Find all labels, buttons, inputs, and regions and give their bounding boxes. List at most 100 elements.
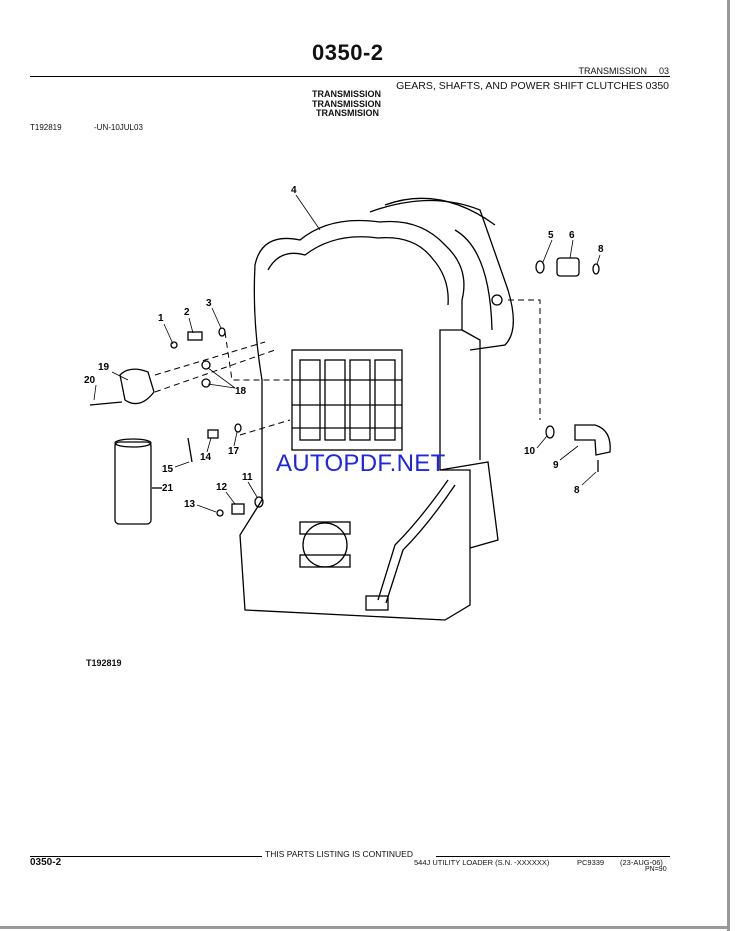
figure-label: T192819 <box>86 658 122 668</box>
transmission-housing <box>239 219 471 621</box>
fitting <box>207 429 219 439</box>
footer-catalog: PC9339 <box>577 858 605 867</box>
leader-line <box>163 323 174 345</box>
leader-line <box>569 239 574 259</box>
control-valve-body <box>291 349 403 451</box>
assembly-line <box>508 299 541 420</box>
section-name: TRANSMISSION <box>578 66 647 76</box>
oil-filter <box>114 441 152 525</box>
adapter-fitting <box>556 257 580 277</box>
part-title: TRANSMISION <box>316 108 379 118</box>
washer <box>216 509 224 517</box>
leader-line <box>196 504 217 513</box>
part-title: TRANSMISSION <box>312 98 382 109</box>
leader-line <box>596 254 601 265</box>
footer-page-number: 0350-2 <box>30 857 62 868</box>
section-code: 03 <box>658 66 669 76</box>
footer-date: (23-AUG-06) <box>620 858 663 867</box>
housing-rim <box>384 197 496 226</box>
housing-inner-rim <box>267 236 449 306</box>
valve-solenoid <box>324 359 346 441</box>
leader-line <box>174 461 190 468</box>
washer <box>170 341 178 349</box>
callout-8b: 8 <box>574 485 580 496</box>
bolt <box>89 401 123 406</box>
valve-solenoid <box>299 359 321 441</box>
leader-line <box>211 307 222 329</box>
callout-6: 6 <box>569 230 575 241</box>
leader-line <box>233 431 238 447</box>
leader-line <box>111 371 129 381</box>
figure-id: T192819 <box>30 123 62 132</box>
leader-line <box>207 367 236 389</box>
figure-date: -UN-10JUL03 <box>94 123 143 132</box>
leader-line <box>188 317 194 334</box>
housing-side <box>439 461 499 549</box>
valve-solenoid <box>374 359 396 441</box>
section-heading: TRANSMISSION 03 <box>578 66 669 76</box>
leader-line <box>559 445 579 461</box>
o-ring <box>234 423 242 433</box>
footer-rule <box>436 856 670 857</box>
housing-flange <box>454 229 493 331</box>
assembly-line <box>154 349 276 393</box>
footer-model: 544J UTILITY LOADER (S.N. -XXXXXX) <box>414 858 550 867</box>
leader-line <box>93 384 97 401</box>
yoke-cap <box>299 521 351 535</box>
tube-fitting <box>365 595 389 611</box>
callout-17: 17 <box>228 446 240 457</box>
callout-12: 12 <box>216 482 228 493</box>
housing-edge <box>461 329 481 460</box>
page-edge-bottom <box>0 926 730 929</box>
callout-9: 9 <box>553 460 559 471</box>
header-rule <box>30 76 670 77</box>
leader-line <box>542 239 553 263</box>
filter-top <box>114 438 152 448</box>
callout-15: 15 <box>162 464 174 475</box>
callout-5: 5 <box>548 230 554 241</box>
leader-line <box>581 471 597 486</box>
callout-10: 10 <box>524 446 536 457</box>
housing-bolt <box>491 294 503 306</box>
o-ring <box>535 260 545 274</box>
callout-2: 2 <box>184 307 190 318</box>
yoke-cap <box>299 554 351 568</box>
group-title: GEARS, SHAFTS, AND POWER SHIFT CLUTCHES … <box>396 80 669 92</box>
leader-line <box>536 435 548 449</box>
part-title: TRANSMISSION <box>312 89 382 99</box>
plug <box>231 503 245 515</box>
callout-18: 18 <box>235 386 247 397</box>
o-ring <box>201 360 211 370</box>
callout-1: 1 <box>158 313 164 324</box>
leader-line <box>225 491 236 505</box>
o-ring <box>592 263 600 275</box>
assembly-line <box>224 331 290 381</box>
callout-11: 11 <box>242 472 253 483</box>
callout-4: 4 <box>291 185 297 196</box>
dipstick-tube-edge <box>385 484 456 604</box>
o-ring <box>218 327 226 337</box>
page-edge-right <box>727 0 730 931</box>
sensor <box>187 437 193 463</box>
o-ring <box>201 378 211 388</box>
dipstick-tube <box>377 479 449 601</box>
page-title: 0350-2 <box>312 40 384 65</box>
filter-head <box>119 368 155 405</box>
output-yoke <box>302 522 348 568</box>
converter-housing <box>369 199 514 351</box>
leader-line <box>295 194 321 231</box>
callout-8: 8 <box>598 244 604 255</box>
valve-solenoid <box>349 359 371 441</box>
callout-21: 21 <box>162 483 174 494</box>
leader-line <box>207 383 236 389</box>
watermark: AUTOPDF.NET <box>276 450 446 477</box>
elbow-fitting <box>574 424 611 456</box>
callout-14: 14 <box>200 452 212 463</box>
callout-20: 20 <box>84 375 96 386</box>
leader-line <box>247 481 258 498</box>
footer-rule <box>30 856 262 857</box>
part-titles: TRANSMISSION TRANSMISSION TRANSMISION <box>312 89 382 119</box>
o-ring <box>545 425 555 439</box>
callout-3: 3 <box>206 298 212 309</box>
